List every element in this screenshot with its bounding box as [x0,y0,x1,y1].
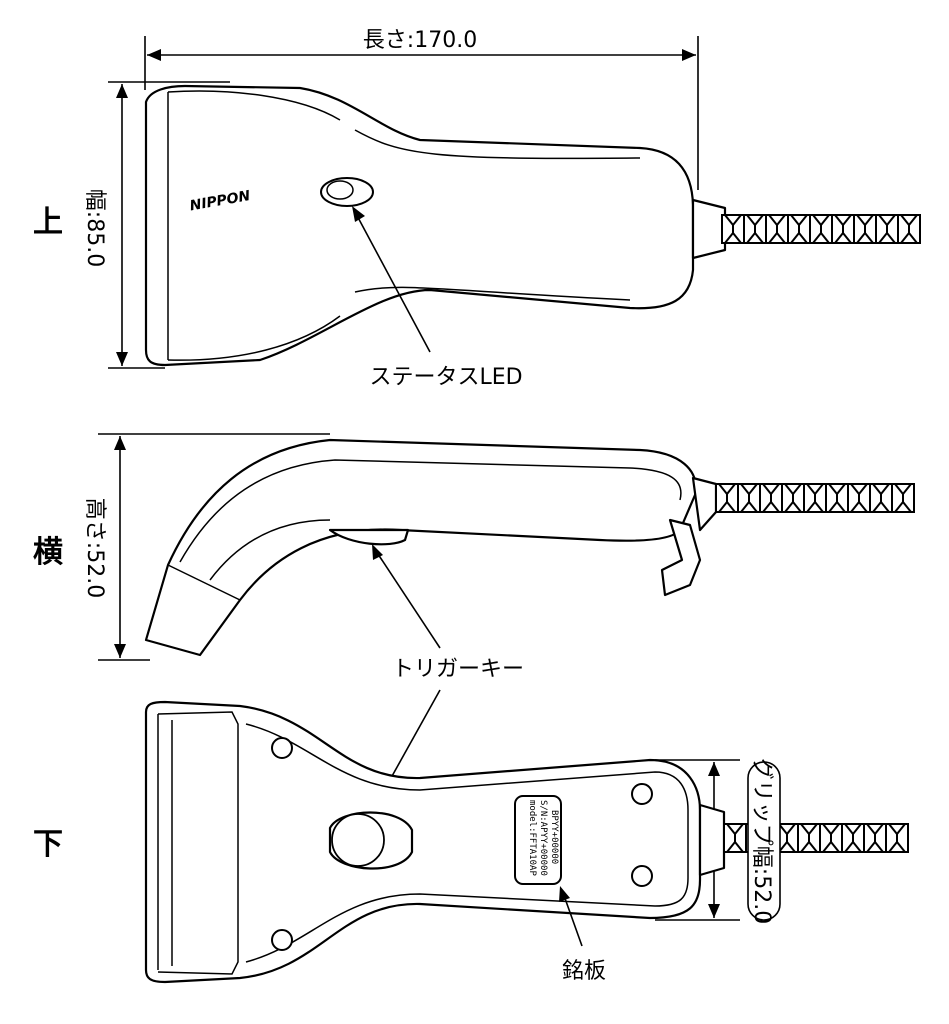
top-view: 長さ:170.0 幅:85.0 NIPPON ステータスLED [82,26,921,390]
nameplate-box [514,795,562,885]
view-label-side: 横 [33,535,63,570]
status-led-callout: ステータスLED [369,365,522,390]
nameplate-callout: 銘板 [562,959,606,984]
height-dimension-label: 高さ:52.0 [82,498,107,598]
length-dimension-label: 長さ:170.0 [363,28,477,53]
bottom-view: model:FFTA10AP S/N:APYY+00000 BPYY+00000… [144,700,909,984]
nameplate-line-3: BPYY+00000 [549,810,559,864]
side-view: 高さ:52.0 トリガーキー [82,433,915,834]
width-dimension-label: 幅:85.0 [82,189,107,267]
grip-width-dimension-label: グリップ幅:52.0 [749,758,774,924]
grip-width-label-frame [747,761,781,921]
view-label-top: 上 [33,205,63,240]
nameplate-line-1: model:FFTA10AP [527,800,537,876]
view-label-bottom: 下 [33,827,63,862]
nameplate-line-2: S/N:APYY+00000 [538,800,548,876]
trigger-key-callout: トリガーキー [392,657,524,682]
